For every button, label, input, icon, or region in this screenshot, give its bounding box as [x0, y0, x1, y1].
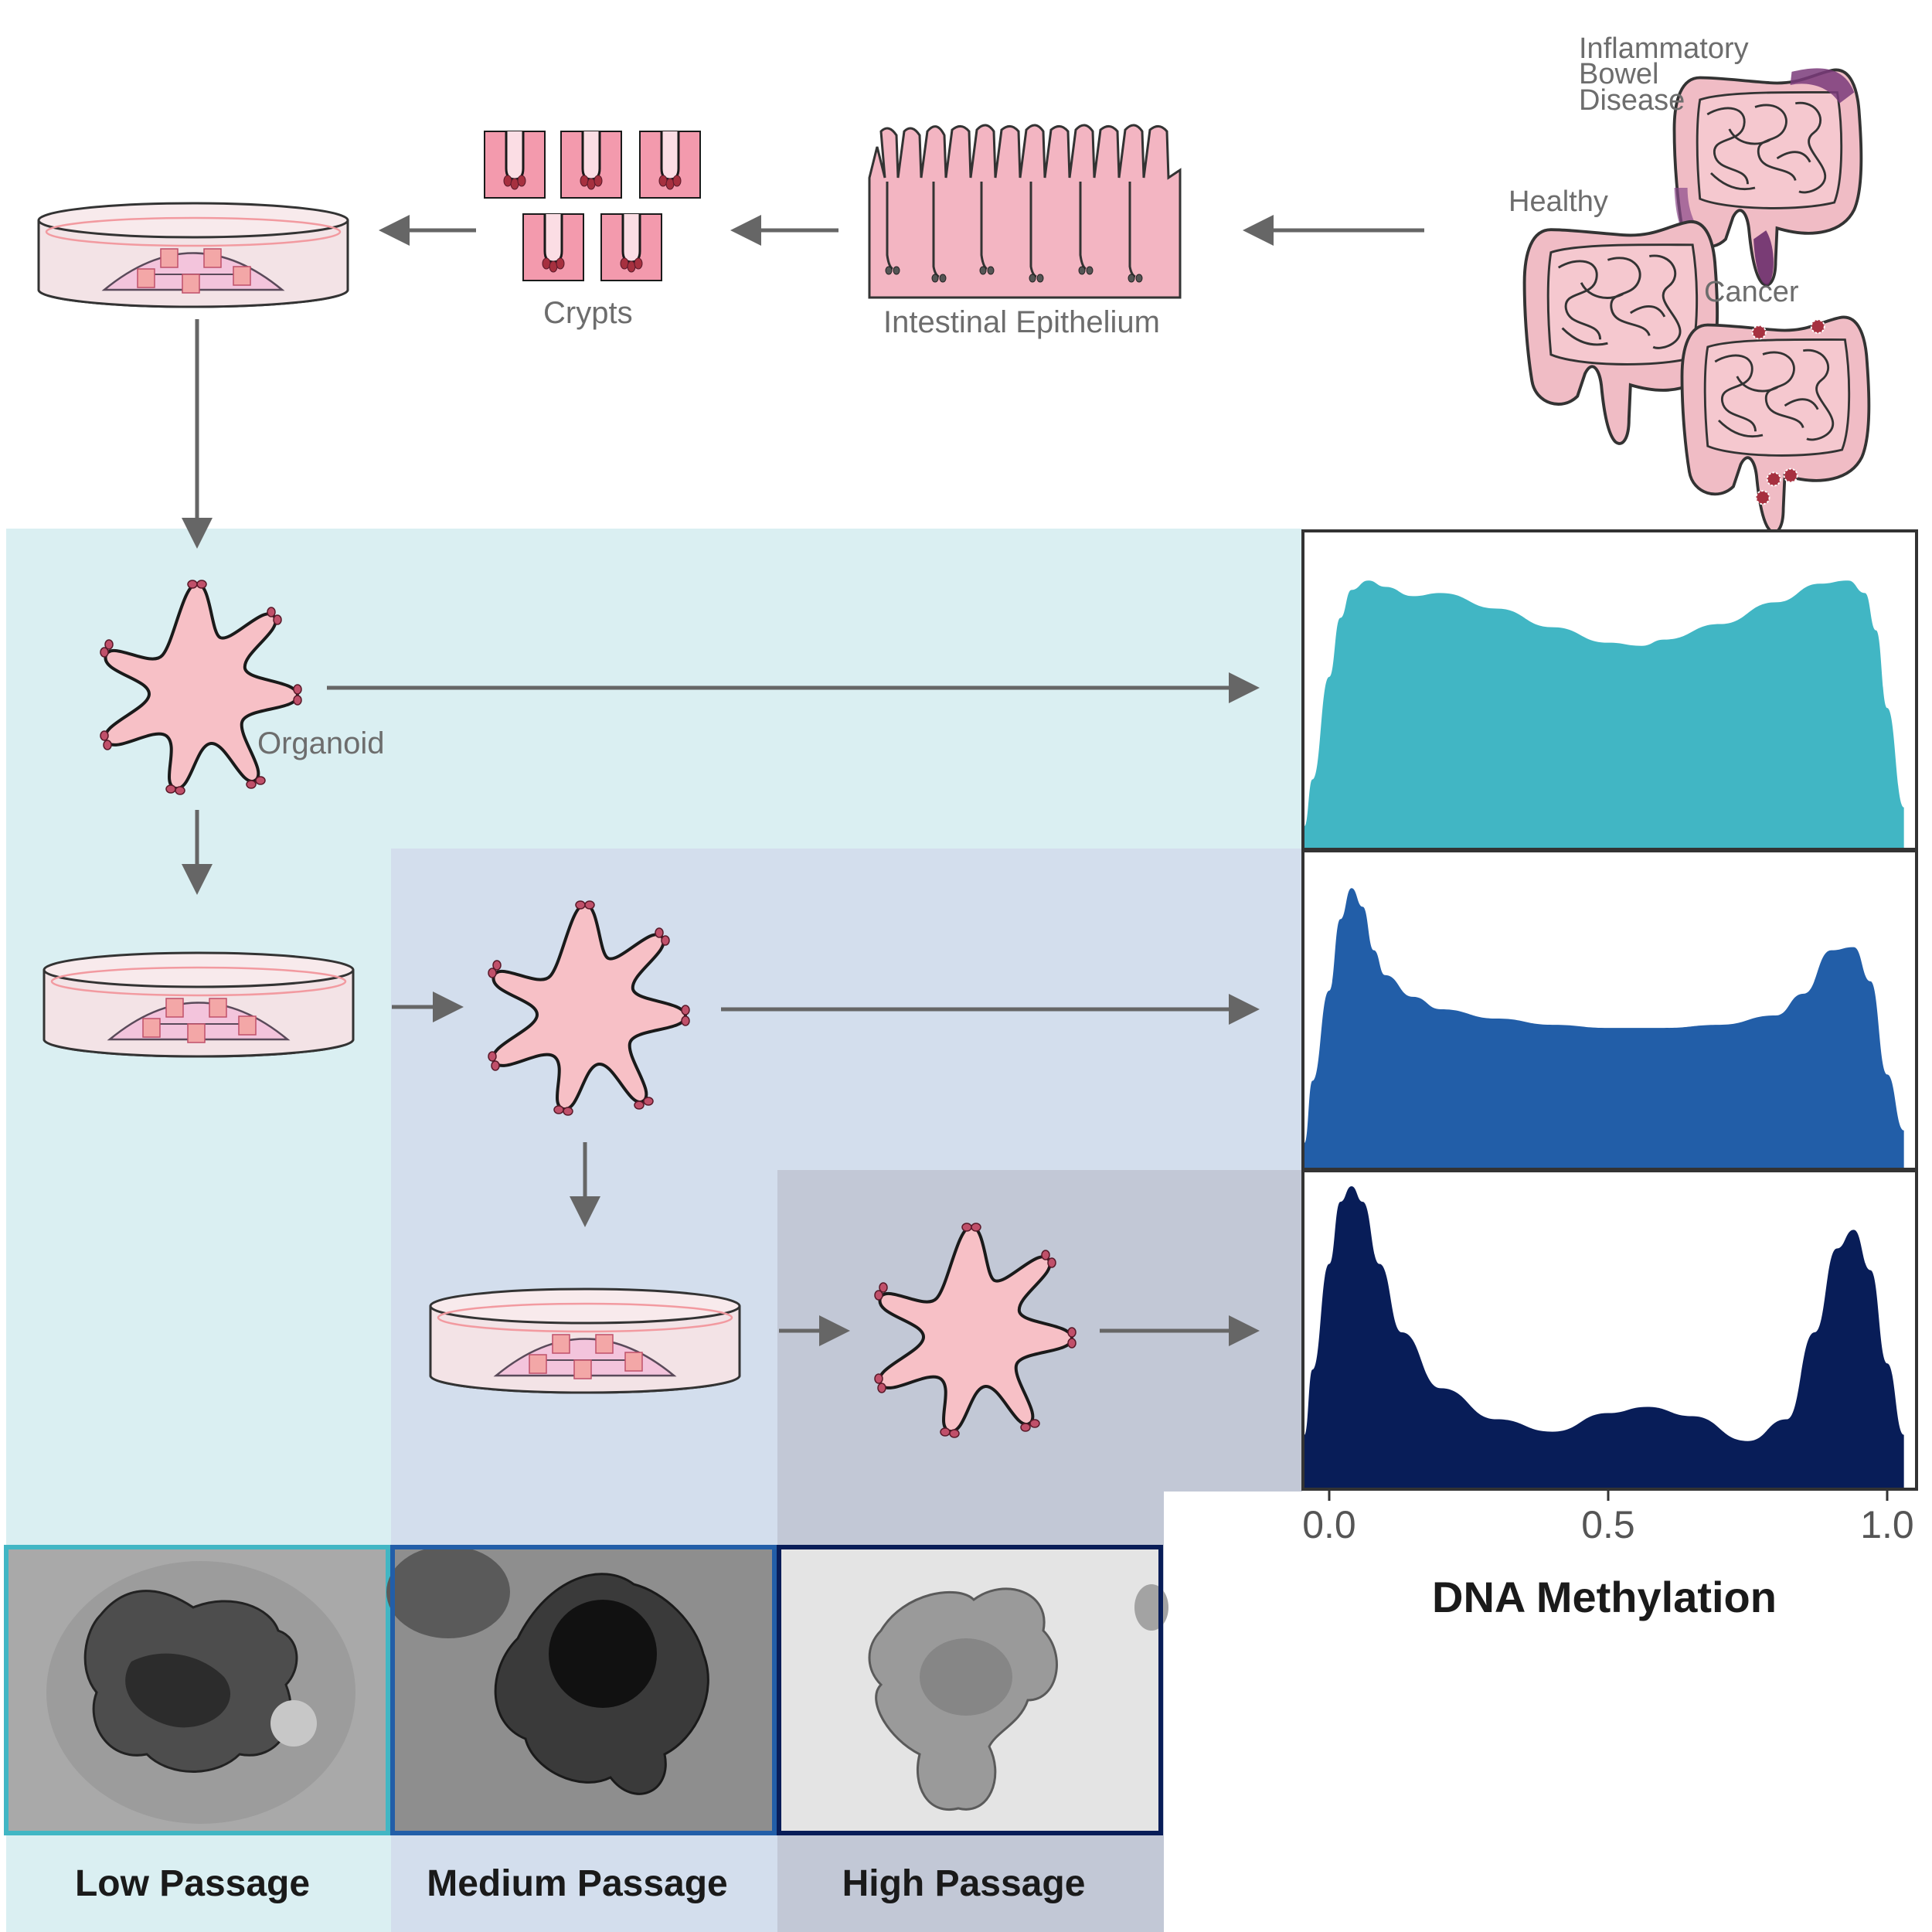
density-area-medium — [1304, 888, 1904, 1168]
x-tick-label: 1.0 — [1860, 1503, 1914, 1546]
density-area-low — [1304, 580, 1904, 848]
passage-label-medium: Medium Passage — [427, 1863, 727, 1904]
petri-dish-high — [429, 1287, 741, 1394]
micrograph-medium-passage — [386, 1545, 777, 1835]
passage-label-low: Low Passage — [75, 1863, 310, 1904]
intestinal-epithelium-illustration — [868, 124, 1182, 299]
x-axis-ticks: 0.0 0.5 1.0 — [1302, 1491, 1914, 1546]
density-areas — [1304, 580, 1904, 1488]
x-tick-label: 0.5 — [1581, 1503, 1635, 1546]
chart-panel-frame-high — [1301, 1169, 1918, 1491]
label-healthy: Healthy — [1509, 185, 1608, 218]
micrograph-high-passage — [777, 1545, 1168, 1835]
label-intestinal-epithelium: Intestinal Epithelium — [883, 305, 1160, 339]
label-ibd-line-2: Bowel — [1579, 58, 1659, 90]
x-axis-title: DNA Methylation — [1432, 1573, 1777, 1621]
label-ibd-line-3: Disease — [1579, 84, 1685, 117]
label-cancer: Cancer — [1704, 276, 1799, 308]
methylation-chart: 0.0 0.5 1.0 DNA Methylation — [1301, 529, 1918, 1621]
micrograph-low-passage — [4, 1545, 390, 1835]
petri-dish-initial — [37, 202, 349, 308]
crypts-illustration — [483, 130, 702, 282]
x-tick-label: 0.0 — [1302, 1503, 1356, 1546]
passage-label-high: High Passage — [842, 1863, 1086, 1904]
colon-cancer-illustration — [1680, 315, 1871, 534]
label-crypts: Crypts — [543, 296, 633, 330]
label-organoid: Organoid — [257, 726, 385, 760]
density-area-high — [1304, 1186, 1904, 1488]
axis-white-region — [1164, 1492, 1932, 1932]
label-ibd-line-1: Inflammatory — [1579, 32, 1749, 65]
petri-dish-medium — [43, 951, 355, 1058]
